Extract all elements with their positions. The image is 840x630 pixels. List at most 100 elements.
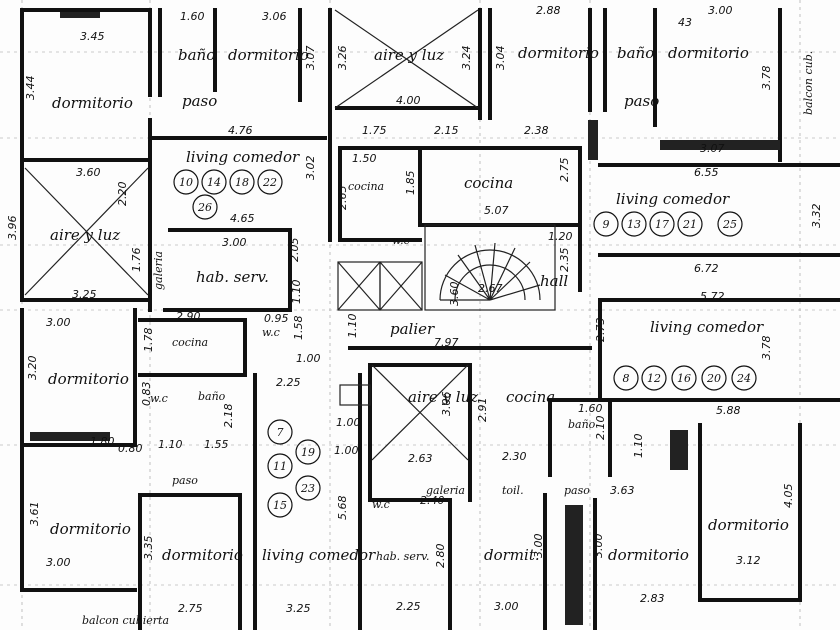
dimension: 5.68 bbox=[336, 496, 349, 521]
dimension: 1.85 bbox=[404, 171, 417, 196]
dimension: 1.10 bbox=[632, 434, 645, 459]
dimension: 1.58 bbox=[292, 316, 305, 341]
dimension: 1.55 bbox=[204, 438, 229, 451]
dimension: 3.25 bbox=[72, 288, 97, 301]
dimension: 1.00 bbox=[336, 416, 361, 429]
dimension: 1.20 bbox=[548, 230, 573, 243]
room-label: w.c bbox=[262, 326, 280, 339]
dimension: 3.78 bbox=[760, 66, 773, 91]
unit-num: 18 bbox=[235, 176, 249, 189]
unit-num: 20 bbox=[706, 372, 721, 385]
dimension: 43 bbox=[678, 16, 692, 29]
dimension: 2.88 bbox=[536, 4, 561, 17]
dimension: 2.25 bbox=[396, 600, 421, 613]
unit-num: 14 bbox=[207, 176, 221, 189]
room-label: hall bbox=[540, 272, 568, 290]
dimension: 2.25 bbox=[276, 376, 301, 389]
dimension: 2.65 bbox=[336, 186, 349, 211]
walls bbox=[20, 8, 840, 630]
room-label: baño bbox=[198, 390, 226, 403]
dimension: 7.97 bbox=[434, 336, 459, 349]
dimension: 2.15 bbox=[434, 124, 459, 137]
room-label: w.c bbox=[372, 498, 390, 511]
dimension: 3.00 bbox=[222, 236, 247, 249]
room-label: baño bbox=[178, 46, 215, 64]
room-label: dormitorio bbox=[668, 44, 749, 62]
room-label: dormitorio bbox=[708, 516, 789, 534]
dimension: 2.75 bbox=[178, 602, 203, 615]
dimension: 2.38 bbox=[524, 124, 549, 137]
dimension: 1.10 bbox=[346, 314, 359, 339]
dimension: 4.65 bbox=[230, 212, 255, 225]
dimension: 2.75 bbox=[558, 158, 571, 183]
room-label: w.c bbox=[150, 392, 168, 405]
room-label: living comedor bbox=[650, 318, 764, 336]
dimension: 3.12 bbox=[736, 554, 761, 567]
dimension-labels: 1.60 3.06 3.45 3.44 3.07 3.26 3.24 4.00 … bbox=[6, 4, 823, 615]
dimension: 1.00 bbox=[296, 352, 321, 365]
room-label: dormitorio bbox=[518, 44, 599, 62]
room-label: palier bbox=[390, 320, 435, 338]
unit-num: 17 bbox=[655, 218, 669, 231]
dimension: 1.80 bbox=[90, 435, 115, 448]
room-label: w.c bbox=[392, 234, 410, 247]
room-label: paso bbox=[172, 474, 198, 487]
dimension: 3.60 bbox=[448, 282, 461, 307]
room-label: galeria bbox=[426, 484, 465, 497]
unit-num: 16 bbox=[677, 372, 691, 385]
dimension: 3.63 bbox=[610, 484, 635, 497]
lift-shafts bbox=[337, 261, 423, 406]
dimension: 2.83 bbox=[640, 592, 665, 605]
unit-num: 8 bbox=[623, 372, 630, 385]
light-wells bbox=[24, 9, 479, 461]
dimension: 3.44 bbox=[24, 76, 37, 101]
dimension: 5.72 bbox=[700, 290, 725, 303]
dimension: 2.91 bbox=[476, 398, 489, 423]
room-label: cocina bbox=[464, 174, 513, 192]
dimension: 1.78 bbox=[142, 328, 155, 353]
dimension: 1.60 bbox=[180, 10, 205, 23]
dimension: 3.06 bbox=[440, 392, 453, 417]
dimension: 2.20 bbox=[116, 182, 129, 207]
unit-num: 23 bbox=[300, 482, 315, 495]
dimension: 3.07 bbox=[304, 46, 317, 71]
room-label: dormitorio bbox=[50, 520, 131, 538]
dimension: 3.26 bbox=[336, 46, 349, 71]
dimension: 1.76 bbox=[130, 248, 143, 273]
room-label: dormitorio bbox=[228, 46, 309, 64]
dimension: 3.00 bbox=[46, 316, 71, 329]
dimension: 3.04 bbox=[494, 46, 507, 71]
dimension: 4.00 bbox=[396, 94, 421, 107]
unit-circles-ml: 7 19 11 23 15 bbox=[267, 419, 321, 518]
dimension: 6.55 bbox=[694, 166, 719, 179]
unit-num: 25 bbox=[722, 218, 737, 231]
dimension: 0.83 bbox=[140, 382, 153, 407]
dimension: 4.76 bbox=[228, 124, 253, 137]
dimension: 3.00 bbox=[532, 534, 545, 559]
dimension: 3.45 bbox=[80, 30, 105, 43]
unit-circles-mr: 8 12 16 20 24 bbox=[613, 365, 757, 391]
room-label: baño bbox=[568, 418, 596, 431]
dimension: 2.35 bbox=[558, 248, 571, 273]
dimension: 1.60 bbox=[578, 402, 603, 415]
dimension: 3.07 bbox=[700, 142, 725, 155]
room-label: balcon cubierta bbox=[82, 614, 169, 627]
room-label: living comedor bbox=[616, 190, 730, 208]
room-label: dormitorio bbox=[162, 546, 243, 564]
room-label: galeria bbox=[152, 251, 165, 290]
dimension: 4.05 bbox=[782, 484, 795, 509]
unit-num: 19 bbox=[301, 446, 315, 459]
hatched-blocks bbox=[30, 12, 780, 625]
room-label: paso bbox=[182, 92, 217, 110]
dimension: 3.60 bbox=[76, 166, 101, 179]
room-label: paso bbox=[624, 92, 659, 110]
dimension: 2.63 bbox=[408, 452, 433, 465]
dimension: 3.00 bbox=[592, 534, 605, 559]
room-label: dormitorio bbox=[48, 370, 129, 388]
room-label: cocina bbox=[506, 388, 555, 406]
unit-num: 12 bbox=[647, 372, 661, 385]
dimension: 3.02 bbox=[304, 156, 317, 181]
dimension: 3.06 bbox=[262, 10, 287, 23]
room-label: baño bbox=[617, 44, 654, 62]
